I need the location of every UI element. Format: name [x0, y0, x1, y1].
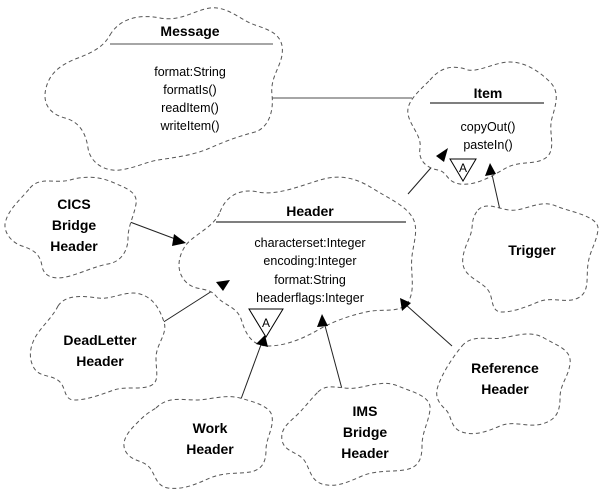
class-name-line: DeadLetter	[63, 332, 137, 348]
class-name-line: CICS	[57, 196, 90, 212]
abstract-triangle-icon	[449, 158, 477, 182]
class-deadletter-header[interactable]: DeadLetter Header	[29, 292, 166, 401]
member: characterset:Integer	[254, 236, 365, 250]
class-cics-bridge-header[interactable]: CICS Bridge Header	[4, 176, 137, 279]
class-message[interactable]: Message format:String formatIs() readIte…	[44, 7, 283, 171]
inherit-work-header	[240, 341, 263, 400]
class-name-line: IMS	[353, 403, 378, 419]
arrowhead-icon	[172, 234, 186, 246]
class-item[interactable]: Item copyOut() pasteIn() A	[407, 61, 557, 185]
class-ims-bridge-header[interactable]: IMS Bridge Header	[281, 382, 431, 486]
abstract-letter: A	[262, 316, 270, 330]
member: encoding:Integer	[263, 254, 356, 268]
abstract-letter: A	[459, 161, 467, 175]
arrowhead-icon	[400, 298, 411, 311]
cloud-outline	[44, 7, 283, 171]
member: formatIs()	[163, 83, 216, 97]
arrowhead-icon	[317, 314, 328, 327]
class-name-line: Bridge	[343, 424, 388, 440]
connectors	[129, 97, 501, 400]
member: writeItem()	[159, 119, 219, 133]
cloud-outline	[462, 203, 599, 313]
inherit-trigger-item	[490, 169, 501, 211]
arrowhead-icon	[256, 335, 268, 347]
cloud-outline	[436, 333, 571, 435]
cloud-outline	[178, 176, 417, 347]
cloud-outline	[281, 382, 431, 486]
cloud-outline	[29, 292, 166, 401]
member: format:String	[274, 273, 346, 287]
arrowhead-icon	[485, 163, 496, 176]
member: pasteIn()	[463, 138, 512, 152]
member: readItem()	[161, 101, 219, 115]
class-name-line: Reference	[471, 360, 539, 376]
member: headerflags:Integer	[256, 291, 364, 305]
inherit-reference-header	[404, 303, 453, 347]
class-name-line: Trigger	[508, 242, 556, 258]
cloud-outline	[4, 176, 137, 279]
arrowhead-icon	[436, 148, 448, 162]
class-name: Header	[286, 203, 334, 219]
class-name-line: Header	[481, 381, 529, 397]
inherit-ims-header	[323, 321, 343, 390]
abstract-triangle-icon	[248, 308, 284, 338]
class-name-line: Header	[186, 441, 234, 457]
cloud-outline	[123, 396, 273, 489]
member: copyOut()	[461, 120, 516, 134]
class-reference-header[interactable]: Reference Header	[436, 333, 571, 435]
class-name-line: Bridge	[52, 217, 97, 233]
class-name: Item	[474, 85, 503, 101]
member: format:String	[154, 65, 226, 79]
class-name: Message	[160, 23, 219, 39]
abstract-marker: A	[449, 158, 477, 182]
abstract-marker: A	[248, 308, 284, 338]
class-name-line: Header	[50, 238, 98, 254]
class-trigger[interactable]: Trigger	[462, 203, 599, 313]
arrowhead-icon	[216, 280, 230, 291]
class-name-line: Header	[76, 353, 124, 369]
class-work-header[interactable]: Work Header	[123, 396, 273, 489]
arrowheads	[172, 148, 496, 347]
class-header[interactable]: Header characterset:Integer encoding:Int…	[178, 176, 417, 347]
inherit-cics-header	[129, 221, 179, 241]
class-name-line: Work	[193, 420, 228, 436]
class-name-line: Header	[341, 445, 389, 461]
